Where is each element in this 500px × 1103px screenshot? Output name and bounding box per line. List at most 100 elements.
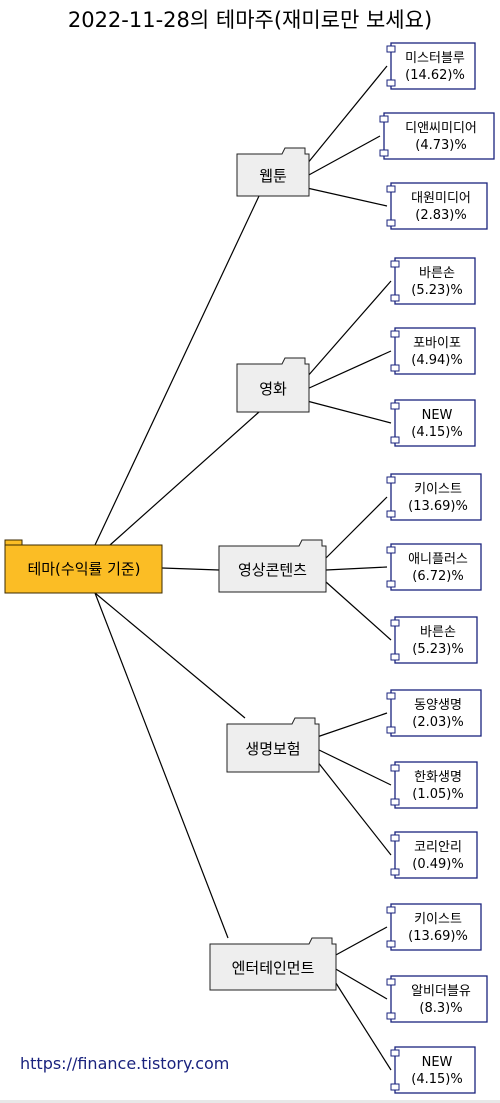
stock-node: 한화생명 (1.05)% (390, 761, 478, 809)
stock-return: (5.23)% (411, 283, 462, 298)
stock-return: (1.05)% (412, 787, 463, 802)
stock-node: 미스터블루(14.62)% (386, 42, 476, 90)
stock-name: 포바이포 (413, 336, 461, 351)
component-box (390, 42, 476, 90)
connector-root-theme (94, 592, 229, 939)
theme-label: 엔터테인먼트 (232, 959, 315, 977)
component-port-icon (386, 79, 396, 87)
component-box (394, 327, 476, 375)
component-port-icon (386, 692, 396, 700)
stock-node: 대원미디어 (2.83)% (386, 182, 488, 230)
connector-theme-stock (316, 748, 392, 786)
stock-node: 알비더블유(8.3)% (386, 975, 488, 1023)
component-port-icon (390, 1083, 400, 1091)
component-port-icon (390, 260, 400, 268)
connector-theme-stock (306, 135, 381, 177)
component-box (394, 761, 478, 809)
stock-name: 한화생명 (414, 770, 462, 785)
stock-return: (2.83)% (415, 208, 466, 223)
component-port-icon (390, 798, 400, 806)
stock-node: 키이스트(13.69)% (386, 903, 482, 951)
theme-node: 웹툰 (236, 147, 310, 197)
stock-return: (4.73)% (415, 138, 466, 153)
component-box (394, 1046, 476, 1094)
stock-name: 키이스트 (414, 912, 462, 927)
root-node: 테마(수익률 기준) (4, 539, 163, 594)
connector-theme-stock (316, 760, 392, 856)
stock-name: 디앤씨미디어 (405, 121, 477, 136)
connector-theme-stock (306, 350, 392, 390)
stock-name: 키이스트 (414, 482, 462, 497)
stock-node: 디앤씨미디어 (4.73)% (379, 112, 495, 160)
connector-theme-stock (316, 712, 388, 738)
root-label: 테마(수익률 기준) (27, 560, 140, 578)
stock-name: 알비더블유 (411, 984, 471, 999)
stock-name: NEW (422, 1055, 453, 1070)
component-port-icon (386, 940, 396, 948)
theme-node: 엔터테인먼트 (209, 937, 337, 991)
component-port-icon (386, 906, 396, 914)
stock-name: 코리안리 (414, 840, 462, 855)
connector-theme-stock (333, 979, 392, 1071)
connectors (94, 65, 392, 1071)
stock-node: 포바이포 (4.94)% (390, 327, 476, 375)
stock-name: 바른손 (419, 266, 455, 281)
connector-theme-stock (306, 280, 392, 378)
stock-name: 애니플러스 (408, 552, 468, 567)
component-port-icon (390, 294, 400, 302)
stock-node: 바른손(5.23)% (390, 616, 478, 664)
connector-theme-stock (306, 187, 388, 207)
stock-name: 대원미디어 (411, 191, 471, 206)
stock-return: (6.72)% (412, 569, 463, 584)
component-port-icon (390, 402, 400, 410)
stock-return: (4.94)% (411, 353, 462, 368)
theme-label: 웹툰 (259, 167, 287, 185)
theme-node: 생명보험 (226, 717, 320, 773)
component-box (394, 831, 478, 879)
component-port-icon (390, 834, 400, 842)
theme-label: 생명보험 (245, 740, 300, 758)
theme-label: 영화 (259, 380, 287, 398)
stock-name: NEW (422, 408, 453, 423)
stock-node: 키이스트 (13.69)% (386, 473, 482, 521)
component-port-icon (379, 149, 389, 157)
connector-root-theme (109, 411, 260, 546)
stock-node: 바른손 (5.23)% (390, 257, 476, 305)
stock-node: NEW(4.15)% (390, 1046, 476, 1094)
component-port-icon (390, 868, 400, 876)
component-port-icon (386, 45, 396, 53)
connector-theme-stock (306, 65, 388, 165)
component-box (390, 182, 488, 230)
stock-return: (14.62)% (405, 68, 465, 83)
bottom-divider (0, 1100, 500, 1103)
stock-return: (13.69)% (408, 499, 468, 514)
connector-root-theme (161, 567, 220, 571)
connector-root-theme (94, 592, 246, 719)
component-box (390, 903, 482, 951)
component-port-icon (386, 476, 396, 484)
component-box (394, 616, 478, 664)
stock-node: 동양생명(2.03)% (386, 689, 482, 737)
page-title: 2022-11-28의 테마주(재미로만 보세요) (67, 8, 433, 32)
component-port-icon (390, 330, 400, 338)
component-box (383, 112, 495, 160)
component-port-icon (386, 510, 396, 518)
folder-icon (236, 357, 310, 413)
component-box (394, 399, 476, 447)
connector-theme-stock (306, 400, 392, 424)
component-port-icon (390, 364, 400, 372)
stock-return: (2.03)% (412, 715, 463, 730)
stock-return: (0.49)% (412, 857, 463, 872)
stock-node: 코리안리 (0.49)% (390, 831, 478, 879)
footer-link[interactable]: https://finance.tistory.com (20, 1054, 230, 1073)
stock-nodes: 미스터블루(14.62)% 디앤씨미디어 (4.73)% 대원미디어 (2.83)% 바른… (379, 42, 495, 1094)
stock-node: NEW(4.15)% (390, 399, 476, 447)
connector-theme-stock (325, 496, 388, 559)
component-port-icon (390, 619, 400, 627)
folder-icon (209, 937, 337, 991)
component-port-icon (390, 764, 400, 772)
connector-theme-stock (325, 566, 388, 571)
folder-icon (236, 147, 310, 197)
connector-theme-stock (333, 967, 388, 1000)
